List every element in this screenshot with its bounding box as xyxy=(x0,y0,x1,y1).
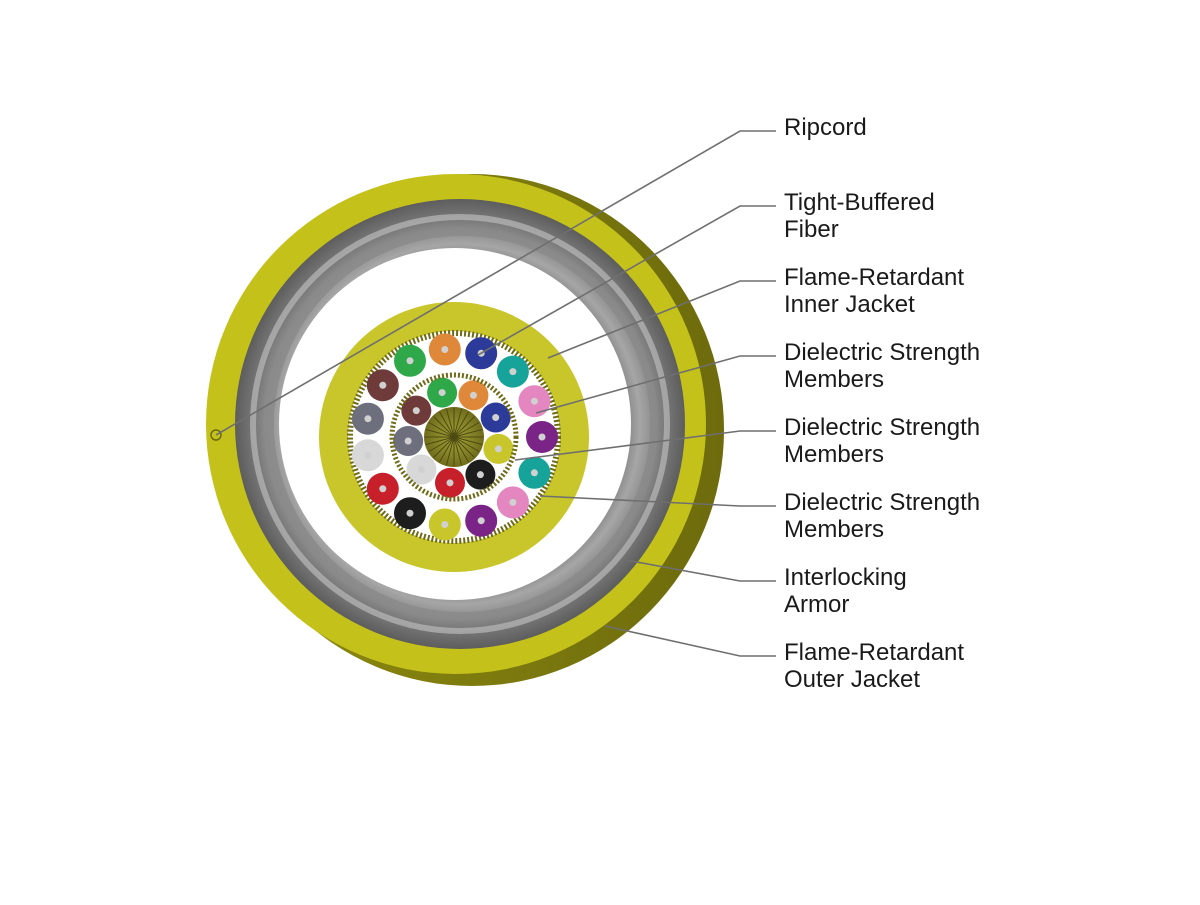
leader-line-flame-retardant-inner-jacket xyxy=(547,280,776,359)
tight-buffered-fiber-5 xyxy=(518,385,551,418)
label-tight-buffered-fiber: Tight-Buffered Fiber xyxy=(784,189,935,243)
tight-buffered-fiber-10 xyxy=(428,508,461,541)
tight-buffered-fiber-20 xyxy=(465,459,496,490)
core-ray xyxy=(446,436,455,466)
leader-line-dielectric-strength-members-2 xyxy=(514,430,776,461)
tight-buffered-fiber-22 xyxy=(406,454,437,485)
core-ray xyxy=(425,429,455,438)
tight-buffered-fiber-15 xyxy=(366,369,399,402)
tight-buffered-fiber-2 xyxy=(428,333,461,366)
label-dielectric-strength-members-3: Dielectric Strength Members xyxy=(784,489,981,543)
core-ray xyxy=(433,436,455,458)
core-ray xyxy=(453,436,475,458)
label-flame-retardant-outer-jacket: Flame-Retardant Outer Jacket xyxy=(784,639,965,693)
label-ripcord: Ripcord xyxy=(784,114,867,141)
core-ray xyxy=(453,411,469,438)
tight-buffered-fiber-12 xyxy=(366,472,399,505)
tight-buffered-fiber-9 xyxy=(465,504,498,537)
core-ray xyxy=(428,436,455,452)
leader-lines xyxy=(215,130,776,657)
leader-line-dielectric-strength-members-3 xyxy=(539,495,776,507)
label-flame-retardant-inner-jacket: Flame-Retardant Inner Jacket xyxy=(784,264,965,318)
strength-members-middle xyxy=(389,372,519,502)
core-ray xyxy=(453,429,483,438)
core-ray xyxy=(453,408,462,438)
leader-line-ripcord xyxy=(215,130,776,436)
tight-buffered-fiber-6 xyxy=(526,421,558,453)
tight-buffered-fiber-24 xyxy=(401,395,432,426)
tight-buffered-fiber-8 xyxy=(496,486,529,519)
tight-buffered-fiber-7 xyxy=(518,456,551,489)
leader-line-dielectric-strength-members-1 xyxy=(535,355,776,414)
core-ray xyxy=(428,422,455,438)
tight-buffered-fiber-23 xyxy=(393,426,424,457)
tight-buffered-fiber-17 xyxy=(458,380,489,411)
tight-buffered-fiber-1 xyxy=(394,344,426,377)
label-interlocking-armor: Interlocking Armor xyxy=(784,564,907,618)
core-ray xyxy=(425,436,455,445)
core-ray xyxy=(446,408,455,438)
core-ray xyxy=(433,416,455,438)
tight-buffered-fiber-11 xyxy=(394,497,426,530)
tight-buffered-fiber-16 xyxy=(427,377,458,408)
core-ray xyxy=(453,436,483,445)
strength-members-central xyxy=(424,407,484,467)
leader-line-tight-buffered-fiber xyxy=(477,205,776,356)
tight-buffered-fiber-4 xyxy=(496,355,529,388)
core-ray xyxy=(453,436,480,452)
leader-line-flame-retardant-outer-jacket xyxy=(604,625,776,657)
leader-line-interlocking-armor xyxy=(625,559,776,582)
tight-buffered-fiber-21 xyxy=(434,467,465,498)
core-ray xyxy=(439,411,455,438)
core-ray xyxy=(439,436,455,463)
core-ray xyxy=(453,416,475,438)
core-ray xyxy=(453,436,469,463)
tight-buffered-fiber-13 xyxy=(351,439,384,472)
core-ray xyxy=(453,436,462,466)
tight-buffered-fiber-14 xyxy=(351,402,384,435)
core-ray xyxy=(453,422,480,438)
label-dielectric-strength-members-2: Dielectric Strength Members xyxy=(784,414,981,468)
tight-buffered-fiber-18 xyxy=(480,402,511,433)
tight-buffered-fiber-19 xyxy=(483,433,514,464)
label-dielectric-strength-members-1: Dielectric Strength Members xyxy=(784,339,981,393)
tight-buffered-fibers xyxy=(351,333,558,541)
